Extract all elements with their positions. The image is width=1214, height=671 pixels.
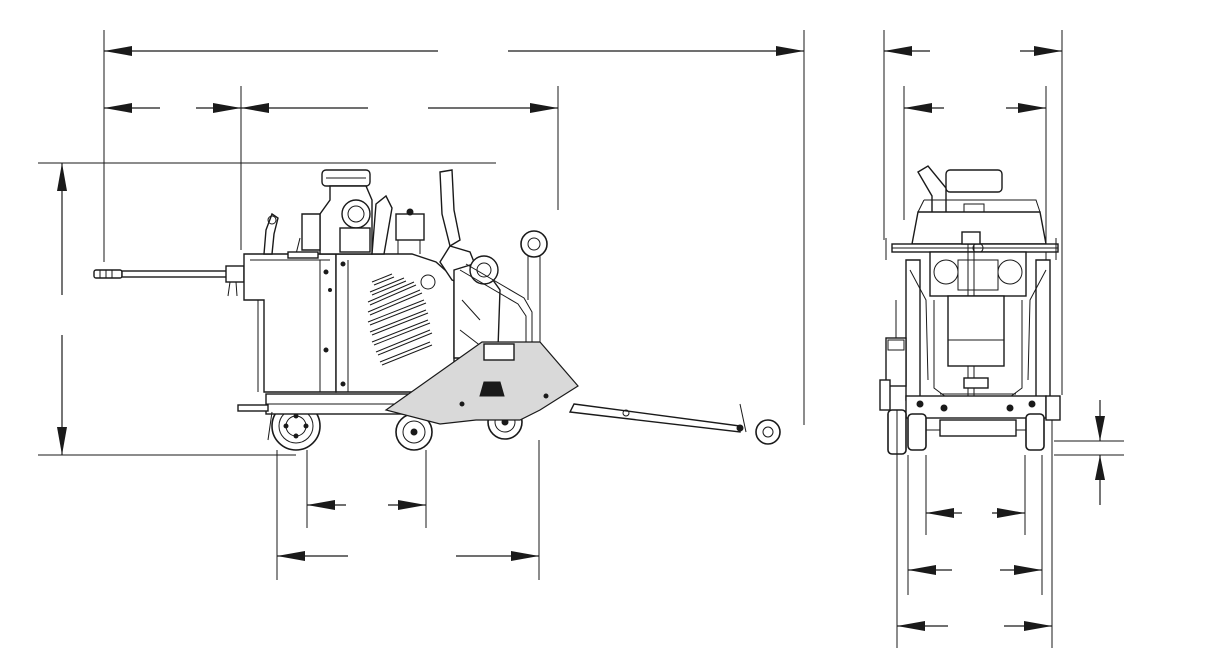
side-view-machine — [93, 169, 781, 451]
rear-view-dimensions — [883, 30, 1124, 648]
side-view-dimensions — [38, 30, 805, 580]
vent-slots — [367, 273, 433, 366]
rear-view-machine — [879, 165, 1061, 456]
